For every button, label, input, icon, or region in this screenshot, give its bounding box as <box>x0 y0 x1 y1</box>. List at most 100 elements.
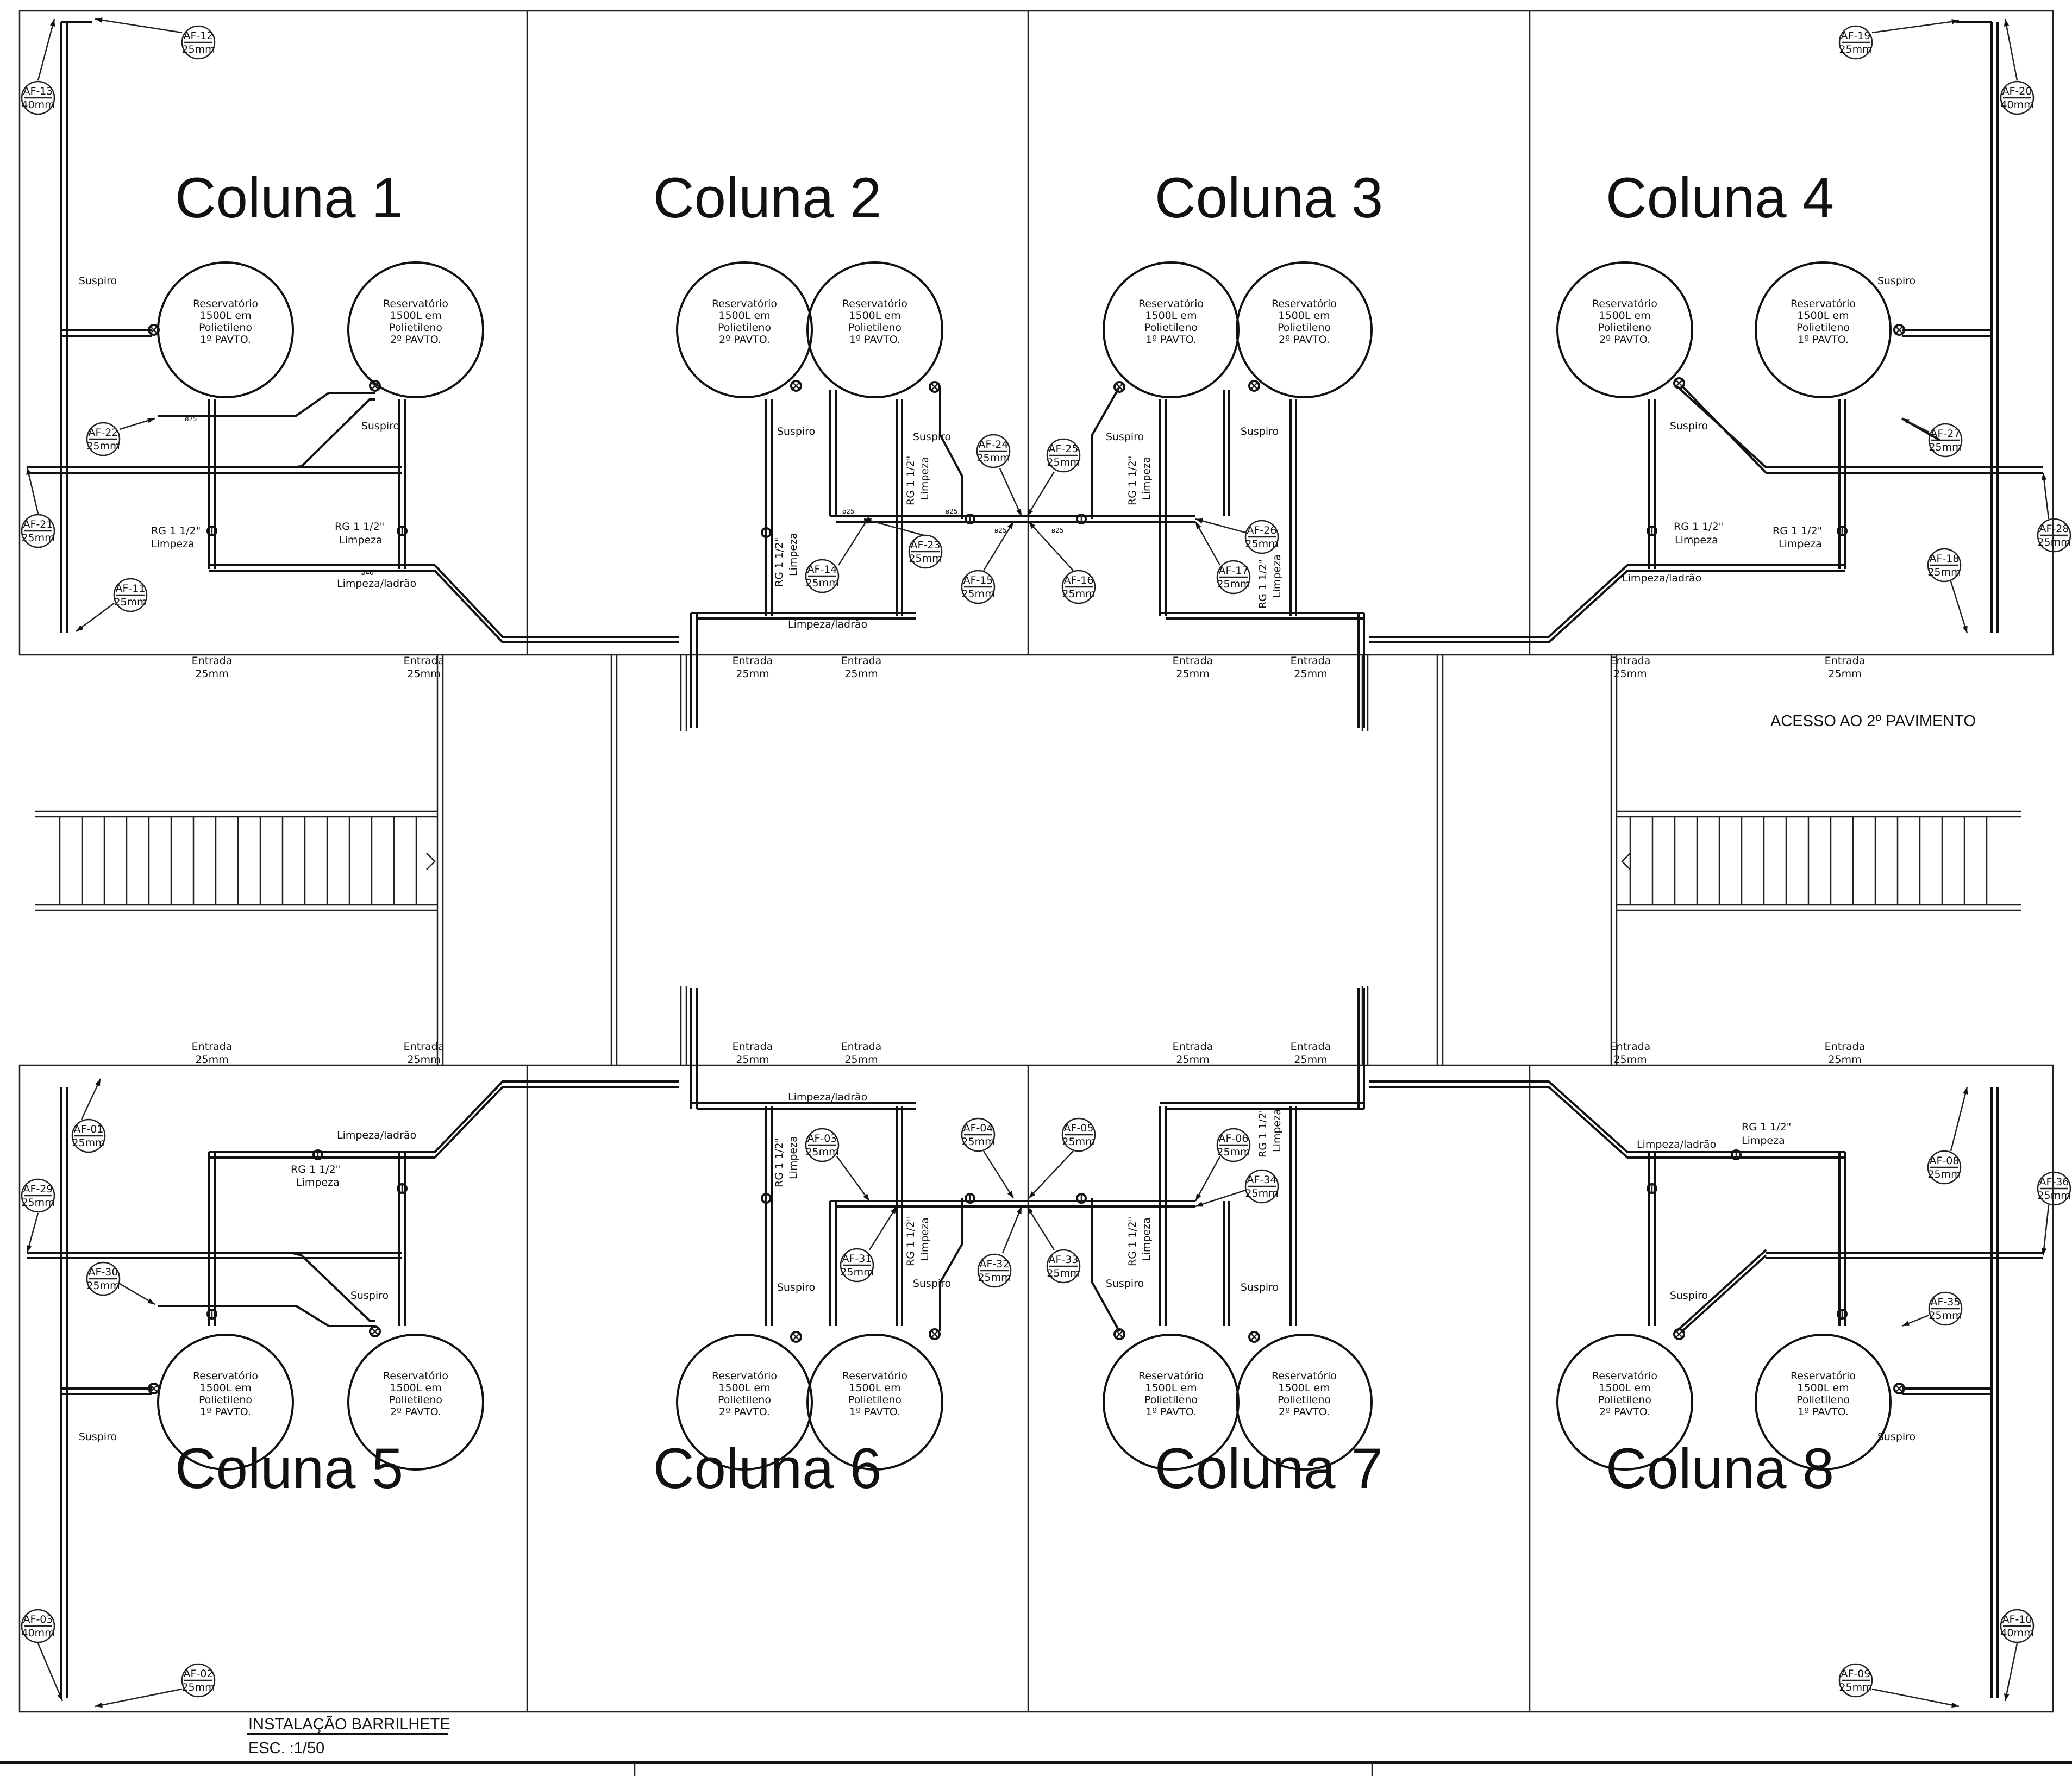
tag-size: 25mm <box>840 1266 873 1278</box>
tank-label: 1500L em <box>390 310 441 322</box>
leader-line <box>1026 471 1055 517</box>
vent-cross <box>1116 383 1123 391</box>
reservoir-tank <box>1236 1334 1373 1471</box>
tank-label: 2º PAVTO. <box>1599 1406 1650 1418</box>
leader-arrow <box>1951 1702 1959 1708</box>
tag-bubble <box>71 1118 106 1153</box>
rg-label: RG 1 1/2" <box>1773 525 1822 537</box>
reservoir-tank <box>1755 261 1892 398</box>
reservoir-tank <box>1103 1334 1240 1471</box>
vent-cross <box>1250 1333 1258 1341</box>
leader-arrow <box>95 17 103 23</box>
reservoir-tank <box>806 261 943 398</box>
vent-cross <box>1895 1385 1903 1392</box>
reservoir-tank <box>676 1334 813 1471</box>
limpeza-ladrao-label: Limpeza/ladrão <box>337 1129 416 1141</box>
tag-bubble <box>1244 520 1279 554</box>
tag-id: AF-18 <box>1930 553 1960 565</box>
tag-size: 25mm <box>181 1681 215 1693</box>
limpeza-label: Limpeza <box>151 538 195 550</box>
tag-bubble <box>2000 80 2035 115</box>
tag-size: 25mm <box>86 440 120 452</box>
leader-arrow <box>147 418 155 423</box>
column-title: Coluna 2 <box>653 166 881 230</box>
tank-label: 1º PAVTO. <box>1798 1406 1849 1418</box>
tag-bubble <box>977 1253 1012 1288</box>
pipe-diameter: ø25 <box>185 415 197 423</box>
suspiro-label: Suspiro <box>1241 1281 1279 1293</box>
tag-bubble <box>1216 1128 1251 1162</box>
tag-id: AF-24 <box>979 439 1009 451</box>
tag-size: 40mm <box>2000 99 2033 111</box>
tag-id: AF-02 <box>184 1668 214 1680</box>
tag-id: AF-25 <box>1049 443 1079 455</box>
rg-label: RG 1 1/2" <box>1126 456 1138 505</box>
tag-size: 25mm <box>961 588 994 600</box>
entrada-size: 25mm <box>736 1054 769 1066</box>
entrada-size: 25mm <box>1294 1054 1327 1066</box>
leader-line <box>999 468 1023 517</box>
leader-line <box>2042 1205 2050 1256</box>
entrada-size: 25mm <box>736 668 769 680</box>
tag-size: 25mm <box>2037 1190 2070 1202</box>
drawing-scale: ESC. :1/50 <box>248 1740 324 1757</box>
leader-line <box>982 521 1015 571</box>
limpeza-label: Limpeza <box>1779 538 1822 550</box>
leader-arrow <box>2041 473 2047 480</box>
leader-line <box>37 18 55 81</box>
tank-label: Reservatório <box>1138 1370 1204 1382</box>
rg-label: RG 1 1/2" <box>905 456 917 505</box>
limpeza-label: Limpeza <box>787 1136 799 1179</box>
entrada-size: 25mm <box>195 1054 228 1066</box>
tag-size: 25mm <box>1927 566 1961 578</box>
tag-size: 25mm <box>961 1136 994 1148</box>
tag-id: AF-03 <box>23 1614 53 1625</box>
leader-arrow <box>1962 626 1968 633</box>
suspiro-label: Suspiro <box>1877 1431 1915 1443</box>
tag-size: 25mm <box>1062 1136 1095 1148</box>
tag-id: AF-36 <box>2039 1176 2069 1188</box>
tag-id: AF-30 <box>89 1266 118 1278</box>
tag-id: AF-08 <box>1930 1155 1960 1167</box>
tag-id: AF-14 <box>807 564 837 576</box>
entrada-size: 25mm <box>844 668 878 680</box>
tag-bubble <box>961 570 996 604</box>
tag-id: AF-13 <box>23 85 53 97</box>
entrada-label: Entrada <box>192 655 233 667</box>
leader-arrow <box>1195 522 1201 529</box>
tag-size: 25mm <box>1047 1267 1080 1279</box>
limpeza-ladrao-label: Limpeza/ladrão <box>788 1091 867 1103</box>
reservoir-tank <box>1103 261 1240 398</box>
tank-label: Polietileno <box>389 322 442 334</box>
tank-label: Polietileno <box>1278 322 1331 334</box>
leader-arrow <box>1902 418 1910 424</box>
tag-id: AF-11 <box>116 583 146 595</box>
tank-label: Reservatório <box>383 1370 448 1382</box>
tank-label: 1500L em <box>199 1382 251 1394</box>
leader-line <box>1195 518 1246 534</box>
tag-size: 25mm <box>1047 456 1080 468</box>
leader-arrow <box>1195 1202 1203 1207</box>
pipe-diameter: ø25 <box>946 508 958 515</box>
tag-bubble <box>2037 518 2071 553</box>
leader-line <box>2004 1643 2018 1702</box>
leader-line <box>863 518 924 536</box>
column-title: Coluna 6 <box>653 1437 881 1500</box>
tag-size: 25mm <box>1245 538 1278 550</box>
tag-size: 25mm <box>1839 43 1872 55</box>
vent-cross <box>1116 1330 1123 1338</box>
tag-bubble <box>21 514 55 548</box>
tank-label: 2º PAVTO. <box>1599 334 1650 346</box>
tag-id: AF-34 <box>1247 1174 1277 1186</box>
leader-arrow <box>890 1206 897 1214</box>
tank-label: 1º PAVTO. <box>1145 1406 1197 1418</box>
tag-bubble <box>840 1248 874 1283</box>
tag-bubble <box>805 559 840 593</box>
tank-label: 1500L em <box>199 310 251 322</box>
tag-size: 25mm <box>1217 578 1250 590</box>
entrada-label: Entrada <box>1173 1041 1213 1053</box>
entrada-size: 25mm <box>407 668 440 680</box>
limpeza-ladrao-label: Limpeza/ladrão <box>1622 572 1701 584</box>
tag-id: AF-21 <box>23 518 53 530</box>
